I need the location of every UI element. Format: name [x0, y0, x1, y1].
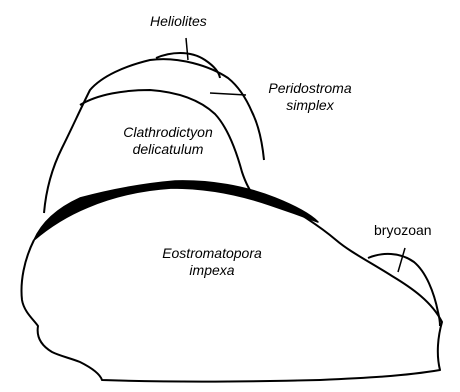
peridostroma-leader	[210, 93, 246, 95]
label-eostromatopora-line2: impexa	[144, 262, 280, 279]
label-eostromatopora-line1: Eostromatopora	[144, 245, 280, 262]
label-peridostroma-line2: simplex	[254, 97, 366, 114]
label-eostromatopora: Eostromatopora impexa	[144, 245, 280, 279]
label-bryozoan: bryozoan	[374, 222, 432, 239]
label-clathrodictyon: Clathrodictyon delicatulum	[108, 124, 228, 158]
heliolites-leader	[186, 38, 188, 60]
label-clathrodictyon-line1: Clathrodictyon	[108, 124, 228, 141]
label-clathrodictyon-line2: delicatulum	[108, 141, 228, 158]
eostromatopora-outline	[22, 214, 443, 382]
bryozoan-outline	[368, 254, 440, 326]
label-peridostroma-line1: Peridostroma	[254, 80, 366, 97]
bryozoan-leader	[398, 248, 405, 272]
label-heliolites: Heliolites	[150, 13, 207, 30]
label-peridostroma: Peridostroma simplex	[254, 80, 366, 114]
boundary-band	[34, 181, 318, 240]
